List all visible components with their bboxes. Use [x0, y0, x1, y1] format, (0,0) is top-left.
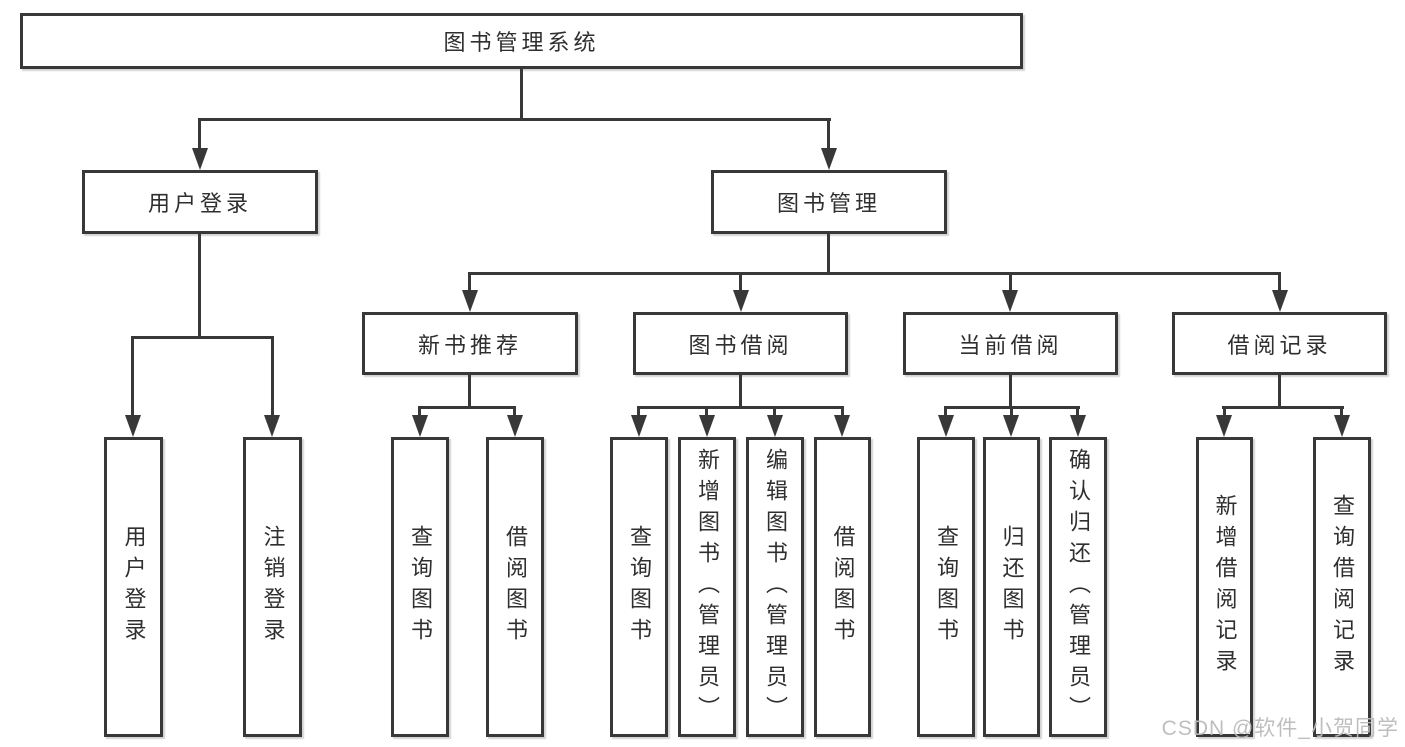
leaf-bb-add-label: 新增图书（管理员） [695, 447, 720, 727]
connector-cb-stub [1009, 375, 1012, 406]
connector-arm-bb-query [637, 406, 640, 417]
connector-arm-user-login [198, 118, 201, 150]
connector-arm-book-borrow [739, 272, 742, 292]
connector-user-login-stub [198, 234, 201, 336]
arrowhead-user-login [192, 148, 208, 170]
node-book-borrow-label: 图书借阅 [688, 332, 793, 358]
connector-arm-new-book-rec [468, 272, 471, 292]
connector-nbr-stub [468, 375, 471, 406]
leaf-cb-query-label: 查询图书 [934, 525, 959, 649]
node-book-mgmt-label: 图书管理 [776, 191, 881, 216]
connector-arm-leaf-logout [271, 336, 274, 417]
connector-arm-current-borrow [1009, 272, 1012, 292]
leaf-nbr-query-label: 查询图书 [408, 525, 433, 649]
node-root: 图书管理系统 [20, 13, 1023, 69]
node-new-book-rec: 新书推荐 [362, 312, 578, 375]
connector-arm-cb-return [1010, 406, 1013, 417]
leaf-bb-borrow: 借阅图书 [814, 437, 871, 737]
connector-branch-level3 [468, 272, 1280, 275]
connector-arm-nbr-borrow [513, 406, 516, 417]
arrowhead-bb-borrow [834, 415, 850, 437]
arrowhead-nbr-borrow [507, 415, 523, 437]
node-current-borrow-label: 当前借阅 [958, 332, 1063, 358]
connector-arm-bb-borrow [841, 406, 844, 417]
leaf-br-query: 查询借阅记录 [1313, 437, 1371, 737]
connector-book-mgmt-stub [827, 234, 830, 272]
arrowhead-cb-query [938, 415, 954, 437]
connector-arm-book-mgmt [827, 118, 830, 150]
connector-branch-user-login [131, 336, 274, 339]
leaf-bb-query-label: 查询图书 [627, 525, 652, 649]
node-user-login: 用户登录 [82, 170, 318, 234]
connector-branch-level2 [198, 118, 831, 121]
leaf-br-query-label: 查询借阅记录 [1330, 494, 1355, 680]
arrowhead-book-mgmt [821, 148, 837, 170]
arrowhead-book-borrow [733, 290, 749, 312]
arrowhead-leaf-logout [264, 415, 280, 437]
leaf-cb-return-label: 归还图书 [999, 525, 1025, 649]
node-book-mgmt: 图书管理 [711, 170, 947, 234]
arrowhead-borrow-records [1272, 290, 1288, 312]
connector-arm-bb-add [705, 406, 708, 417]
arrowhead-bb-query [631, 415, 647, 437]
leaf-cb-confirm: 确认归还（管理员） [1049, 437, 1107, 737]
leaf-bb-add: 新增图书（管理员） [678, 437, 736, 737]
connector-arm-cb-query [944, 406, 947, 417]
connector-bb-stub [739, 375, 742, 406]
leaf-logout-label: 注销登录 [260, 525, 286, 649]
leaf-bb-borrow-label: 借阅图书 [830, 525, 856, 649]
connector-arm-borrow-records [1278, 272, 1281, 292]
leaf-user-login-label: 用户登录 [121, 525, 147, 649]
connector-arm-leaf-user-login [131, 336, 134, 417]
leaf-bb-query: 查询图书 [610, 437, 668, 737]
leaf-br-add: 新增借阅记录 [1196, 437, 1253, 737]
leaf-cb-return: 归还图书 [983, 437, 1040, 737]
connector-arm-br-add [1223, 406, 1226, 417]
leaf-user-login: 用户登录 [104, 437, 163, 737]
node-book-borrow: 图书借阅 [633, 312, 848, 375]
arrowhead-new-book-rec [462, 290, 478, 312]
node-borrow-records: 借阅记录 [1172, 312, 1387, 375]
arrowhead-cb-return [1003, 415, 1019, 437]
arrowhead-br-query [1334, 415, 1350, 437]
node-user-login-label: 用户登录 [147, 191, 252, 216]
arrowhead-leaf-user-login [125, 415, 141, 437]
connector-br-stub [1278, 375, 1281, 406]
connector-arm-nbr-query [418, 406, 421, 417]
connector-arm-cb-confirm [1076, 406, 1079, 417]
leaf-bb-edit: 编辑图书（管理员） [746, 437, 804, 737]
node-root-label: 图书管理系统 [443, 30, 600, 55]
leaf-bb-edit-label: 编辑图书（管理员） [763, 447, 788, 727]
connector-branch-nbr [418, 406, 516, 409]
node-borrow-records-label: 借阅记录 [1227, 332, 1332, 358]
connector-branch-bb [637, 406, 844, 409]
connector-root-stub [520, 69, 523, 118]
leaf-nbr-borrow-label: 借阅图书 [503, 525, 528, 649]
connector-arm-br-query [1340, 406, 1343, 417]
leaf-cb-confirm-label: 确认归还（管理员） [1066, 447, 1091, 727]
arrowhead-bb-add [699, 415, 715, 437]
arrowhead-br-add [1216, 415, 1232, 437]
leaf-nbr-borrow: 借阅图书 [486, 437, 544, 737]
arrowhead-cb-confirm [1070, 415, 1086, 437]
leaf-logout: 注销登录 [243, 437, 302, 737]
connector-branch-br [1222, 406, 1344, 409]
arrowhead-current-borrow [1002, 290, 1018, 312]
leaf-cb-query: 查询图书 [917, 437, 975, 737]
leaf-nbr-query: 查询图书 [391, 437, 449, 737]
leaf-br-add-label: 新增借阅记录 [1212, 494, 1238, 680]
watermark-text: CSDN @软件_小贺同学 [1161, 717, 1399, 740]
connector-arm-bb-edit [773, 406, 776, 417]
arrowhead-bb-edit [767, 415, 783, 437]
arrowhead-nbr-query [412, 415, 428, 437]
node-new-book-rec-label: 新书推荐 [417, 332, 522, 358]
node-current-borrow: 当前借阅 [903, 312, 1118, 375]
